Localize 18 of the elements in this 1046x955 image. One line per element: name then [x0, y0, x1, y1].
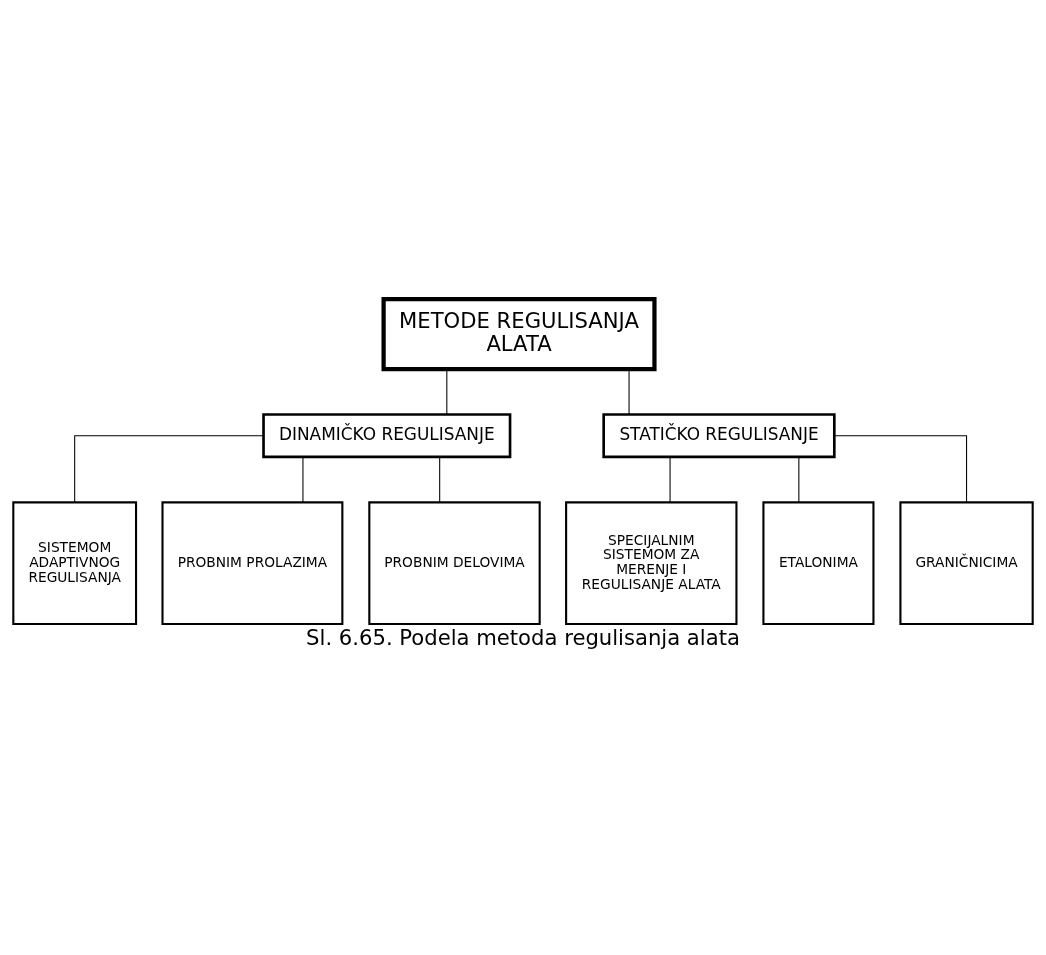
node-box: STATIČKO REGULISANJE [602, 413, 836, 459]
node-box: SISTEMOM ADAPTIVNOG REGULISANJA [12, 501, 138, 626]
connector [833, 435, 968, 503]
connector [798, 456, 800, 503]
connector [439, 456, 441, 503]
connector [669, 456, 671, 503]
node-box: PROBNIM PROLAZIMA [161, 501, 344, 626]
connector [446, 368, 448, 415]
connector [302, 456, 304, 503]
node-box: GRANIČNICIMA [899, 501, 1034, 626]
node-box: ETALONIMA [762, 501, 875, 626]
caption: Sl. 6.65. Podela metoda regulisanja alata [306, 625, 740, 651]
node-box: PROBNIM DELOVIMA [368, 501, 541, 626]
connector [74, 435, 264, 503]
connector [628, 368, 630, 415]
node-box: METODE REGULISANJA ALATA [381, 297, 657, 372]
node-box: DINAMIČKO REGULISANJE [262, 413, 512, 459]
node-box: SPECIJALNIM SISTEMOM ZA MERENJE I REGULISANJE ALATA [565, 501, 738, 626]
